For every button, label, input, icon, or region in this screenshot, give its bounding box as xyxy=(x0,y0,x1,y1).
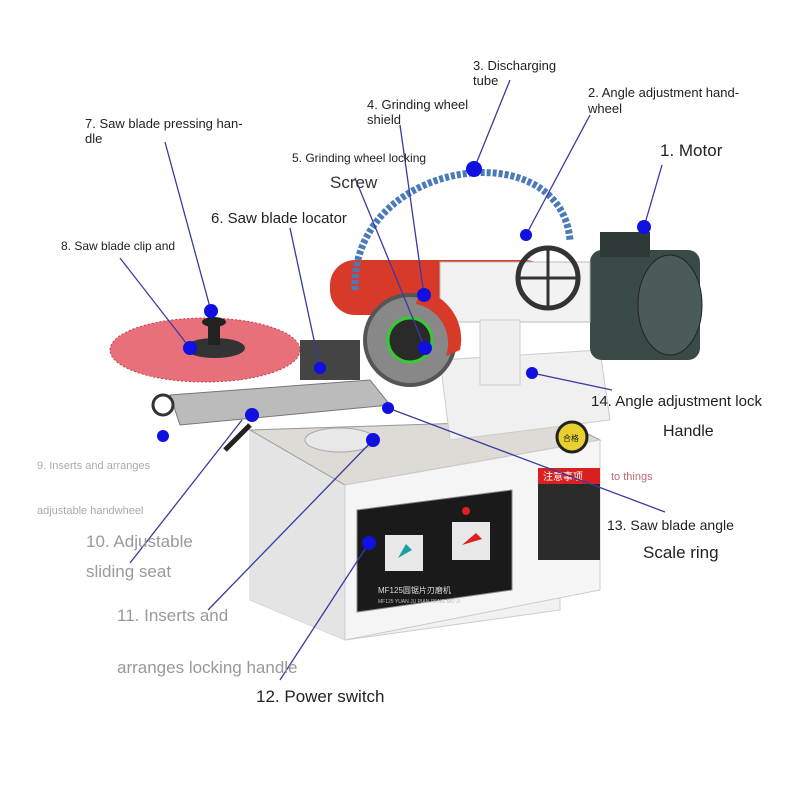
label-pressing-1: 7. Saw blade pressing han- xyxy=(85,116,243,131)
marker-12 xyxy=(362,536,376,550)
label-locking-2: Screw xyxy=(330,173,378,192)
marker-14 xyxy=(526,367,538,379)
grinding-head xyxy=(330,245,591,387)
label-inserts-9: 9. Inserts and arranges xyxy=(37,460,151,472)
label-locator: 6. Saw blade locator xyxy=(211,210,347,227)
label-shield-1: 4. Grinding wheel xyxy=(367,97,469,112)
label-lock-1: 14. Angle adjustment lock xyxy=(591,393,762,410)
leader-7 xyxy=(164,141,212,312)
label-locking-1: 5. Grinding wheel locking xyxy=(292,151,427,165)
marker-5 xyxy=(418,341,432,355)
marker-7 xyxy=(204,304,218,318)
leader-lines xyxy=(119,79,666,681)
label-scale-2: Scale ring xyxy=(643,543,719,562)
label-seat-2: sliding seat xyxy=(86,562,172,581)
label-adjustable-faint: adjustable handwheel xyxy=(37,505,144,517)
notice-title: 注意事项 xyxy=(543,470,583,483)
marker-8 xyxy=(183,341,197,355)
badge-text: 合格 xyxy=(563,433,579,443)
marker-2 xyxy=(520,229,532,241)
label-angle-handwheel-1: 2. Angle adjustment hand- xyxy=(588,85,740,100)
label-scale-1: 13. Saw blade angle xyxy=(607,517,734,533)
leader-10 xyxy=(129,419,243,564)
leader-3 xyxy=(473,79,511,170)
model-plate: MF125圆锯片刃磨机 xyxy=(378,585,451,595)
label-clip: 8. Saw blade clip and xyxy=(61,239,176,253)
leader-13 xyxy=(387,407,666,513)
control-panel: MF125圆锯片刃磨机 MF125 YUAN JU PIAN RENG MO J… xyxy=(356,489,513,613)
marker-11 xyxy=(366,433,380,447)
label-motor: 1. Motor xyxy=(660,141,723,160)
markers xyxy=(157,161,651,550)
marker-9 xyxy=(157,430,169,442)
label-shield-2: shield xyxy=(367,112,401,127)
leader-12 xyxy=(279,542,370,681)
label-discharging-1: 3. Discharging xyxy=(473,58,557,73)
leader-1 xyxy=(643,164,663,228)
label-seat-1: 10. Adjustable xyxy=(86,532,193,551)
motor xyxy=(590,232,703,360)
marker-3 xyxy=(466,161,482,177)
leader-6 xyxy=(289,227,321,369)
label-to-things: to things xyxy=(611,471,653,483)
marker-4 xyxy=(417,288,431,302)
saw-blade xyxy=(109,317,391,453)
label-lock-2: Handle xyxy=(663,423,714,440)
label-discharging-2: tube xyxy=(473,73,499,88)
leader-8 xyxy=(119,257,191,349)
label-power: 12. Power switch xyxy=(256,687,385,706)
label-inserts-11-2: arranges locking handle xyxy=(117,658,298,677)
notice-sign: 注意事项 合格 xyxy=(538,420,600,560)
label-angle-handwheel-2: wheel xyxy=(588,101,622,116)
label-inserts-11-1: 11. Inserts and xyxy=(117,606,229,625)
model-pinyin: MF125 YUAN JU PIAN RENG MO JI xyxy=(378,599,460,605)
leader-14 xyxy=(531,372,613,391)
discharging-tube xyxy=(351,169,574,291)
leader-4 xyxy=(399,124,425,296)
leader-2 xyxy=(525,114,591,236)
leader-11 xyxy=(207,439,374,611)
marker-10 xyxy=(245,408,259,422)
label-pressing-2: dle xyxy=(85,131,103,146)
marker-13 xyxy=(382,402,394,414)
marker-6 xyxy=(314,362,326,374)
marker-1 xyxy=(637,220,651,234)
leader-5 xyxy=(354,177,426,349)
